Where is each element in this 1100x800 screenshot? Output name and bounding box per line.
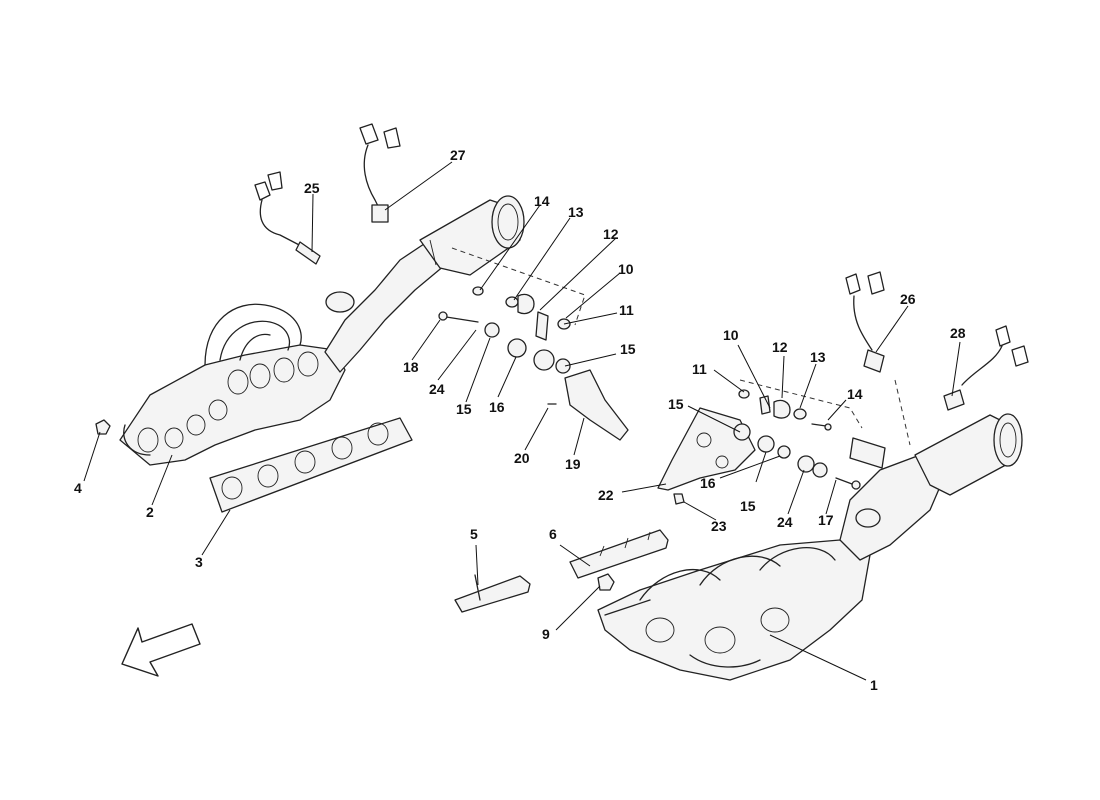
left-hardware [438, 286, 629, 441]
callout-1: 1 [870, 677, 878, 693]
callout-15-d: 15 [740, 498, 756, 514]
callout-23: 23 [711, 518, 727, 534]
callout-14-left: 14 [534, 193, 550, 209]
bracket-5 [454, 574, 531, 613]
callout-6: 6 [549, 526, 557, 542]
lambda-sensor-25 [254, 171, 321, 265]
lambda-sensor-28 [943, 325, 1029, 411]
callout-22: 22 [598, 487, 614, 503]
right-catalytic-converter [839, 413, 1023, 561]
callout-14-right: 14 [847, 386, 863, 402]
callout-27: 27 [450, 147, 466, 163]
callout-11-right: 11 [692, 361, 707, 377]
callout-19: 19 [565, 456, 581, 472]
callout-18: 18 [403, 359, 419, 375]
callout-16-right: 16 [700, 475, 716, 491]
callout-17: 17 [818, 512, 834, 528]
leader-lines [83, 161, 961, 681]
callout-13-right: 13 [810, 349, 826, 365]
callout-4: 4 [74, 480, 82, 496]
left-catalytic-converter [324, 195, 525, 373]
nut-part-9 [597, 573, 615, 591]
callout-12-left: 12 [603, 226, 619, 242]
callout-9: 9 [542, 626, 550, 642]
left-exhaust-manifold [119, 303, 346, 466]
callout-13-left: 13 [568, 204, 584, 220]
right-group-dashed-outline [739, 379, 911, 446]
callout-10-left: 10 [618, 261, 634, 277]
callout-3: 3 [195, 554, 203, 570]
callout-28: 28 [950, 325, 966, 341]
callout-2: 2 [146, 504, 154, 520]
callout-12-right: 12 [772, 339, 788, 355]
left-group-dashed-outline [451, 247, 586, 326]
callout-24-left: 24 [429, 381, 445, 397]
right-bracket-22 [657, 407, 756, 491]
callout-24-right: 24 [777, 514, 793, 530]
lambda-sensor-26 [845, 271, 885, 373]
callout-15-a: 15 [620, 341, 636, 357]
front-direction-arrow-icon [121, 623, 201, 677]
callout-11-left: 11 [619, 302, 634, 318]
callout-15-b: 15 [668, 396, 684, 412]
right-exhaust-manifold [597, 539, 871, 681]
bracket-6 [569, 529, 669, 579]
callout-25: 25 [304, 180, 320, 196]
callout-10-right: 10 [723, 327, 739, 343]
callout-20: 20 [514, 450, 530, 466]
callout-15-c: 15 [456, 401, 472, 417]
left-manifold-gasket [209, 417, 413, 513]
callout-labels: 1 2 3 4 5 6 9 10 10 11 11 12 12 13 13 14… [74, 147, 966, 693]
callout-16-left: 16 [489, 399, 505, 415]
nut-part-4 [95, 419, 111, 435]
callout-26: 26 [900, 291, 916, 307]
right-hardware [673, 389, 861, 505]
lambda-sensor-27 [359, 123, 401, 223]
callout-5: 5 [470, 526, 478, 542]
